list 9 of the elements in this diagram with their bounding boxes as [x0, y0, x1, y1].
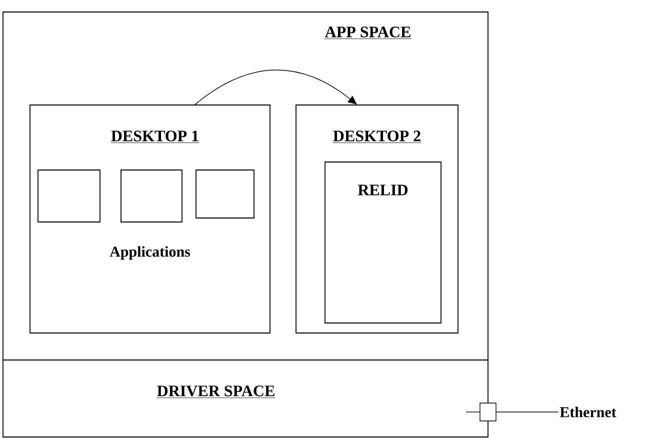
empty-box — [38, 170, 100, 222]
container-box: RELID — [324, 162, 442, 324]
port-label: Ethernet — [560, 406, 616, 418]
empty-box — [120, 170, 182, 222]
empty-box — [196, 170, 254, 218]
container-box: DRIVER SPACE — [2, 360, 488, 438]
port-symbol — [466, 402, 496, 422]
curved-arrow — [194, 70, 357, 105]
container-box: DESKTOP 1 Applications — [30, 104, 270, 334]
